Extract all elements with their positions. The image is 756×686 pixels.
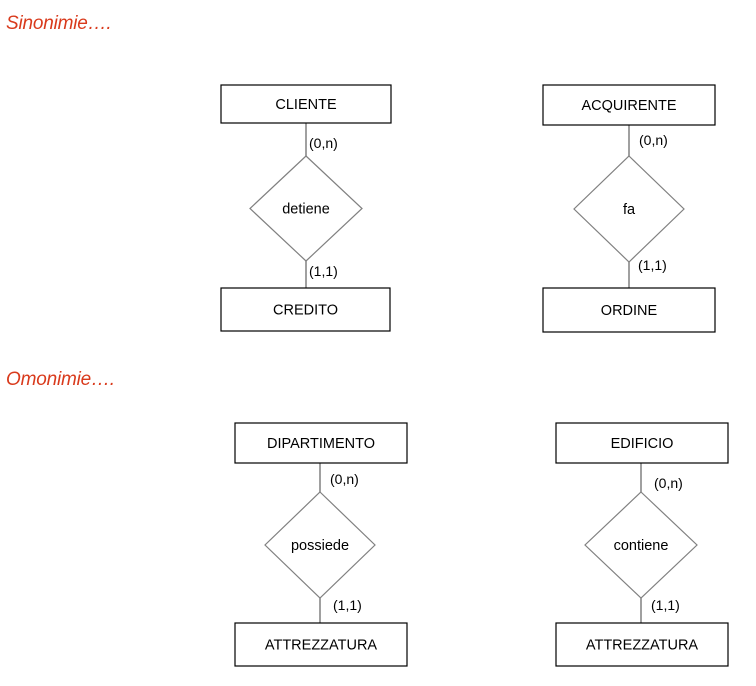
entity-label: ATTREZZATURA [586,638,699,654]
entity-label: ACQUIRENTE [581,98,676,114]
relationship-diamond [249,155,363,262]
entity-box [542,84,716,126]
relationship-label: detiene [282,202,330,218]
entity-box [555,422,729,464]
entity-label: EDIFICIO [611,436,674,452]
cardinality-label: (1,1) [309,263,338,279]
entity-label: CREDITO [273,303,338,319]
cardinality-label: (1,1) [333,597,362,613]
entity-box [555,622,729,667]
cardinality-label: (0,n) [639,132,668,148]
entity-label: DIPARTIMENTO [267,436,375,452]
relationship-diamond [264,491,376,599]
entity-label: CLIENTE [275,97,337,113]
relationship-diamond [584,491,698,599]
cardinality-label: (0,n) [309,135,338,151]
relationship-diamond [573,155,685,263]
relationship-label: possiede [291,538,349,554]
entity-box [234,422,408,464]
relationship-label: fa [623,202,636,218]
entity-box [234,622,408,667]
cardinality-label: (1,1) [638,257,667,273]
cardinality-label: (0,n) [330,471,359,487]
cardinality-label: (0,n) [654,475,683,491]
entity-box [220,84,392,124]
section-title-sinonimie: Sinonimie…. [6,13,112,34]
entity-label: ORDINE [601,303,658,319]
entity-box [542,287,716,333]
entity-label: ATTREZZATURA [265,638,378,654]
cardinality-label: (1,1) [651,597,680,613]
section-title-omonimie: Omonimie…. [6,369,115,390]
entity-box [220,287,391,332]
relationship-label: contiene [614,538,669,554]
